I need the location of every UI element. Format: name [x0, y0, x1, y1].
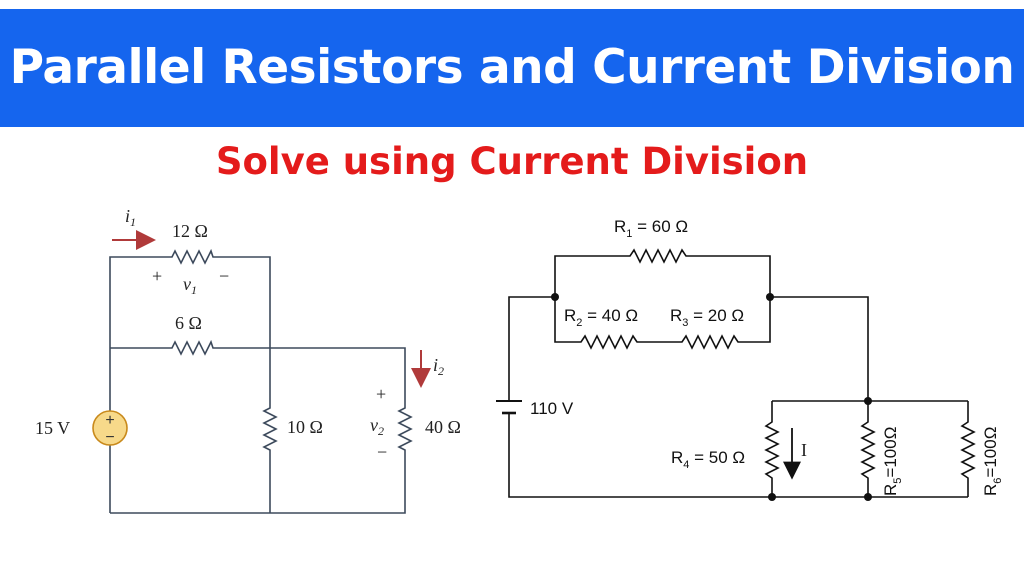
v2-minus-label: −: [377, 442, 387, 462]
junction-dot: [864, 397, 872, 405]
right-wire-left: [508, 296, 772, 498]
r6-label: 6 Ω: [175, 313, 202, 333]
v2-label: v2: [370, 415, 384, 438]
resistor-r2: [577, 334, 640, 350]
left-wire-mid: [110, 347, 406, 404]
v2-plus-label: +: [376, 384, 386, 404]
source-15v-label: 15 V: [35, 418, 70, 438]
r1-label: R1 = 60 Ω: [614, 217, 688, 240]
resistor-40-ohm: [397, 404, 413, 452]
left-wire-bottom: [110, 452, 406, 514]
resistor-6-ohm: [168, 339, 216, 356]
r10-label: 10 Ω: [287, 417, 323, 437]
resistor-10-ohm: [262, 404, 278, 452]
title-banner: [0, 9, 1024, 127]
page-title: Parallel Resistors and Current Division: [9, 40, 1015, 95]
i2-label: i2: [433, 355, 444, 378]
r40-label: 40 Ω: [425, 417, 461, 437]
current-i-label: I: [801, 440, 807, 460]
r4-label: R4 = 50 Ω: [671, 448, 745, 471]
junction-dot: [768, 493, 776, 501]
junction-dot: [864, 493, 872, 501]
r2-label: R2 = 40 Ω: [564, 306, 638, 329]
left-wire-top: [109, 256, 271, 513]
i1-label: i1: [125, 206, 136, 229]
voltage-source-15v: [92, 410, 128, 446]
r6-label: R6=100Ω: [981, 427, 1004, 496]
v1-plus-label: +: [152, 266, 162, 286]
resistor-12-ohm: [168, 248, 216, 265]
right-wire-r1-branch: [554, 255, 771, 297]
junction-dot: [551, 293, 559, 301]
r3-label: R3 = 20 Ω: [670, 306, 744, 329]
source-minus-sign: −: [105, 429, 114, 446]
junction-dot: [766, 293, 774, 301]
page-subtitle: Solve using Current Division: [215, 140, 809, 183]
r12-label: 12 Ω: [172, 221, 208, 241]
resistor-r4: [764, 418, 780, 482]
v1-label: v1: [183, 274, 197, 297]
left-circuit: [109, 248, 413, 514]
resistor-r3: [678, 334, 741, 350]
resistor-r5: [860, 418, 876, 482]
r5-label: R5=100Ω: [881, 427, 904, 496]
resistor-r1: [626, 248, 690, 264]
source-plus-sign: +: [105, 412, 114, 429]
battery-110v-label: 110 V: [530, 399, 574, 418]
right-wire-r23-branch: [554, 297, 771, 343]
resistor-r6: [960, 418, 976, 482]
right-wire-to-parallel: [770, 296, 869, 401]
v1-minus-label: −: [219, 266, 229, 286]
